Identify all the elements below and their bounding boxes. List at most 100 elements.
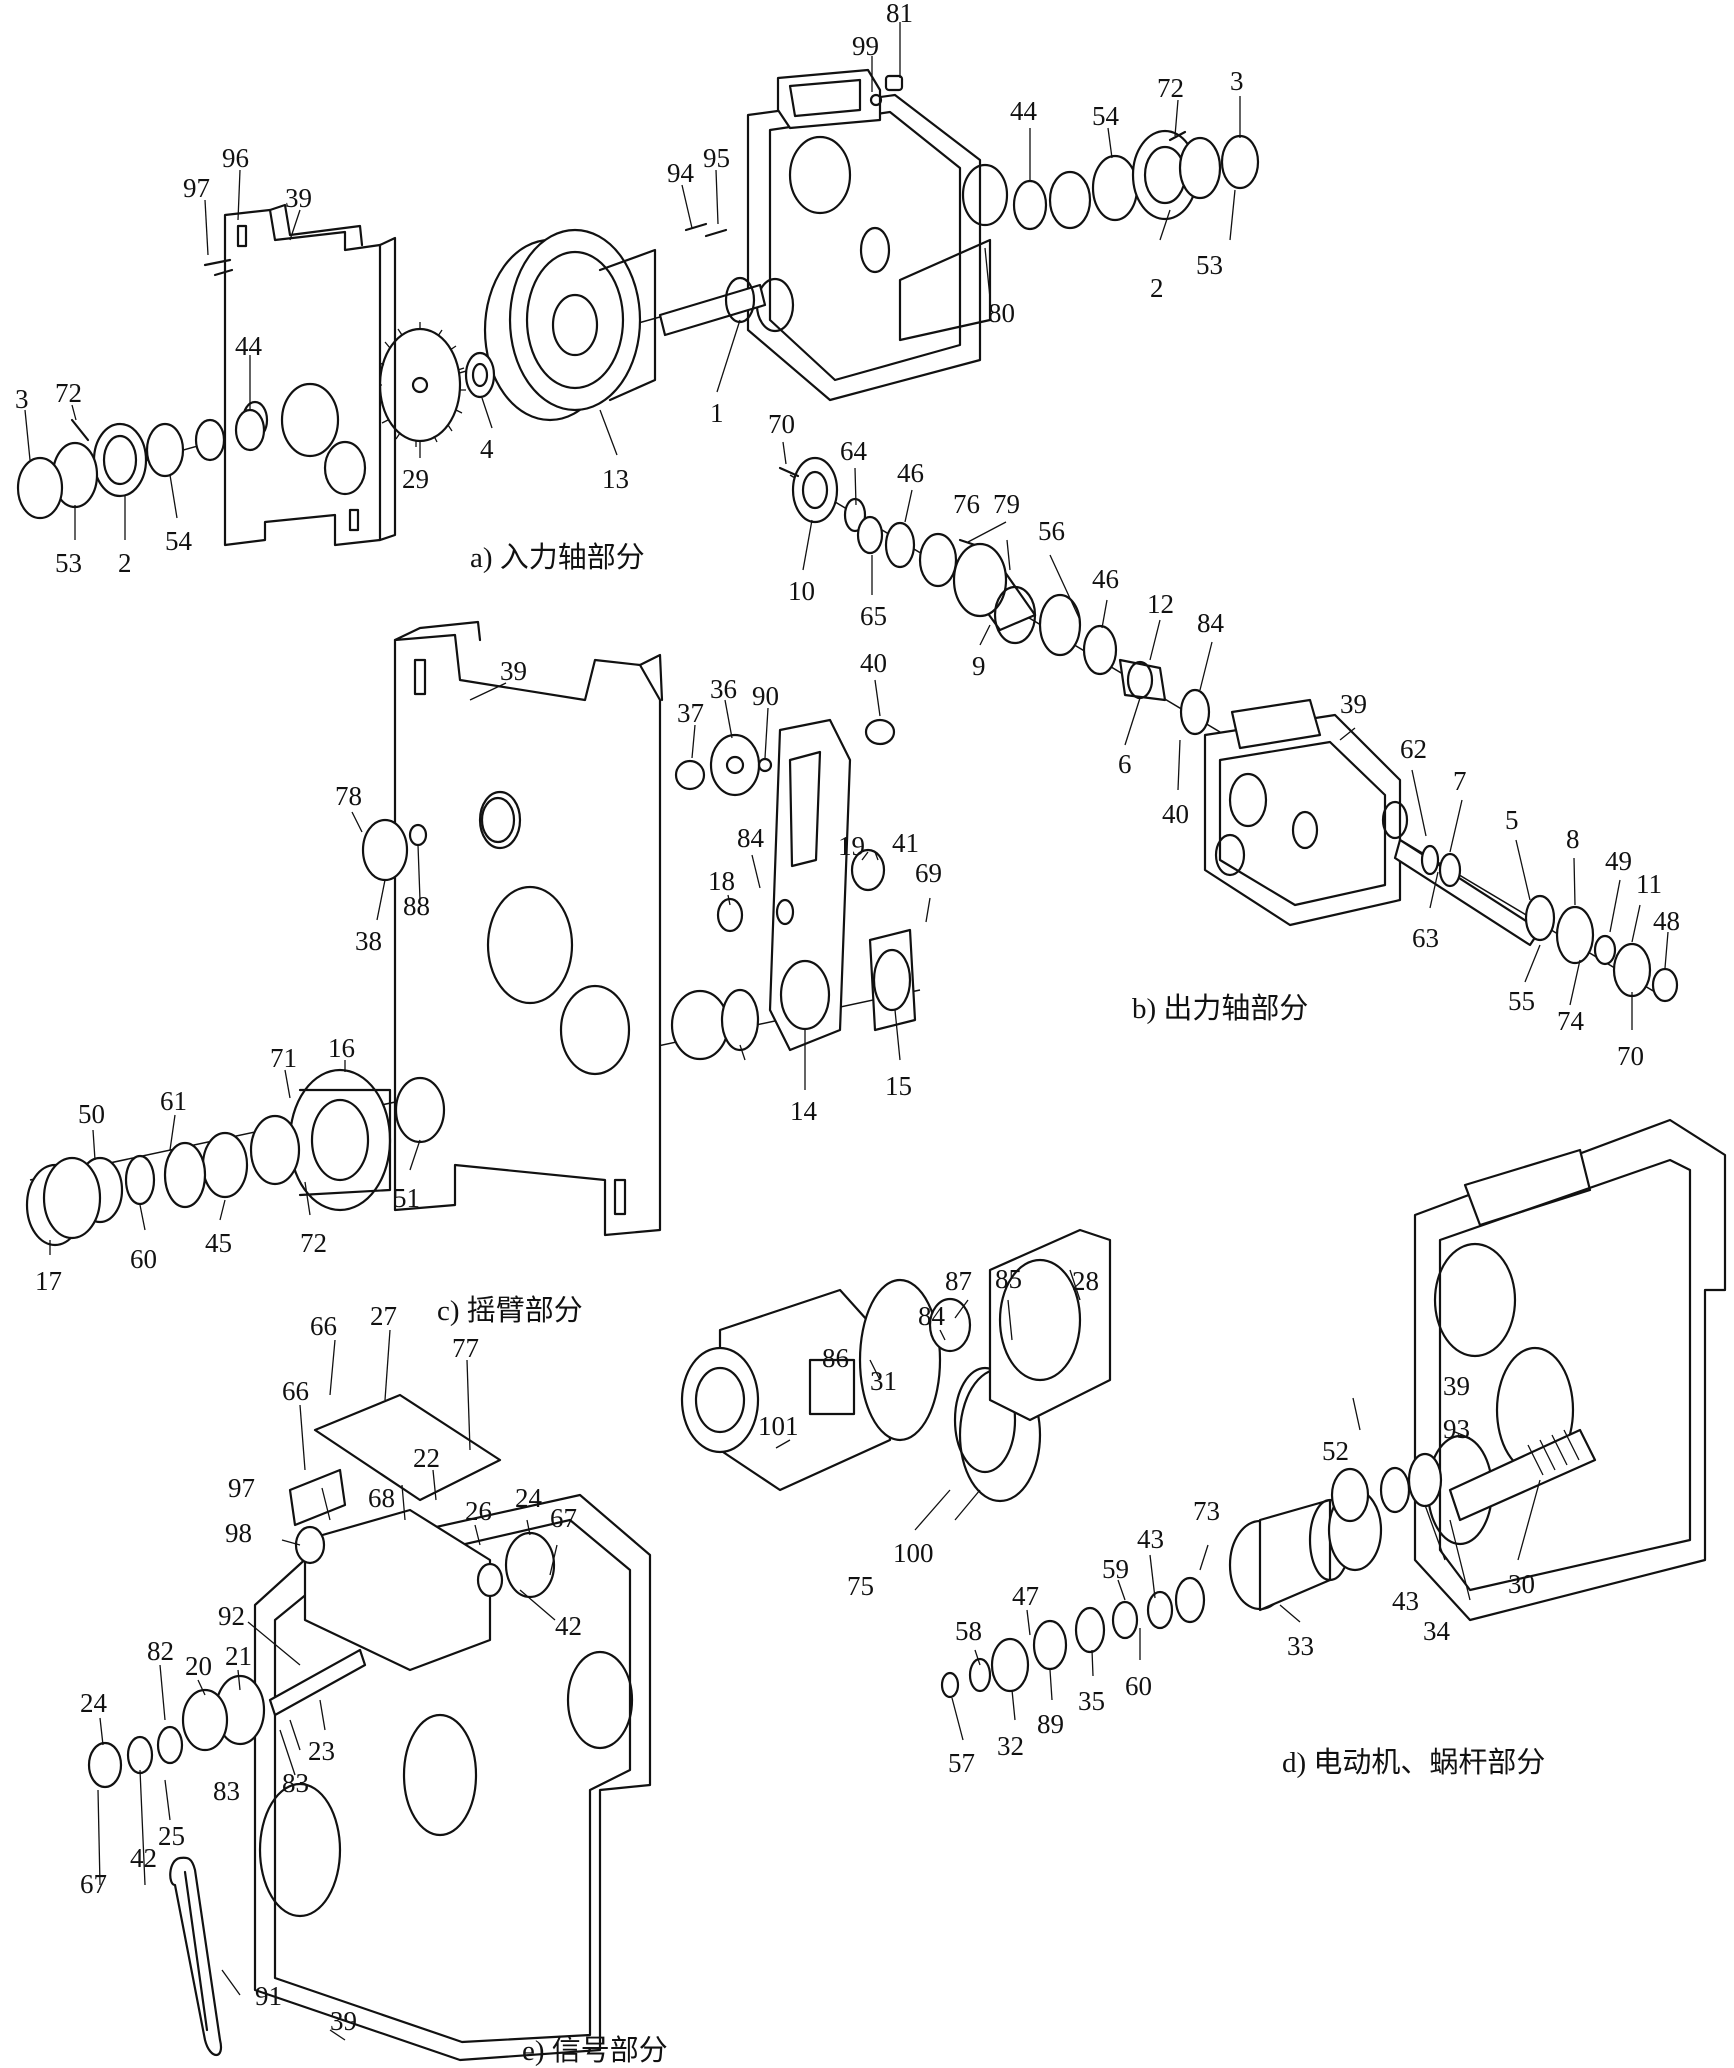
caption-c: c) 摇臂部分: [437, 1294, 583, 1327]
part-label: 9: [972, 651, 986, 681]
part-label: 7: [1453, 766, 1467, 796]
part-label: 26: [465, 1496, 492, 1526]
part-label: 50: [78, 1099, 105, 1129]
part-label: 70: [768, 409, 795, 439]
part-label: 12: [1147, 589, 1174, 619]
part-label: 90: [752, 681, 779, 711]
part-label: 101: [758, 1411, 799, 1441]
part-label: 39: [1340, 689, 1367, 719]
part-label: 10: [788, 576, 815, 606]
part-label: 13: [602, 464, 629, 494]
part-label: 48: [1653, 906, 1680, 936]
part-label: 39: [1443, 1371, 1470, 1401]
part-label: 39: [500, 656, 527, 686]
part-label: 51: [393, 1183, 420, 1213]
plate-39-a: [223, 203, 397, 547]
motor-101: [680, 1278, 942, 1492]
part-label: 76: [953, 489, 980, 519]
group-b-output-shaft: [778, 456, 1679, 1003]
group-a-input-shaft: [16, 68, 1260, 547]
part-label: 96: [222, 143, 249, 173]
part-label: 29: [402, 464, 429, 494]
part-label: 42: [555, 1611, 582, 1641]
part-label: 73: [1193, 1496, 1220, 1526]
part-label: 78: [335, 781, 362, 811]
part-label: 89: [1037, 1709, 1064, 1739]
part-label: 79: [993, 489, 1020, 519]
part-label: 16: [328, 1033, 355, 1063]
part-label: 24: [515, 1483, 543, 1513]
part-label: 47: [1012, 1581, 1039, 1611]
part-label: 85: [995, 1264, 1022, 1294]
part-label: 72: [1157, 73, 1184, 103]
part-label: 74: [1557, 1006, 1585, 1036]
part-label: 82: [147, 1636, 174, 1666]
housing-39-e: [253, 1493, 652, 2062]
part-label: 77: [452, 1333, 479, 1363]
part-label: 44: [235, 331, 263, 361]
part-label: 97: [228, 1473, 255, 1503]
part-label: 43: [1392, 1586, 1419, 1616]
caption-b: b) 出力轴部分: [1132, 992, 1308, 1025]
part-label: 24: [80, 1688, 108, 1718]
part-label: 3: [15, 384, 29, 414]
part-label: 83: [213, 1776, 240, 1806]
part-label: 92: [218, 1601, 245, 1631]
part-label: 27: [370, 1301, 397, 1331]
part-label: 37: [677, 698, 704, 728]
part-label: 3: [1230, 66, 1244, 96]
part-label: 80: [988, 298, 1015, 328]
part-label: 23: [308, 1736, 335, 1766]
part-label: 39: [285, 183, 312, 213]
part-label: 99: [852, 31, 879, 61]
part-label: 59: [1102, 1554, 1129, 1584]
part-label: 4: [480, 434, 494, 464]
part-label: 36: [710, 674, 737, 704]
part-label: 44: [1010, 96, 1038, 126]
part-label: 33: [1287, 1631, 1314, 1661]
part-label: 46: [897, 458, 924, 488]
part-label: 31: [870, 1366, 897, 1396]
part-label: 54: [165, 526, 193, 556]
part-label: 63: [1412, 923, 1439, 953]
pulley-13: [483, 228, 657, 422]
part-label: 60: [1125, 1671, 1152, 1701]
part-label: 6: [1118, 749, 1132, 779]
part-label: 39: [330, 2006, 357, 2036]
part-label: 53: [55, 548, 82, 578]
part-label: 28: [1072, 1266, 1099, 1296]
labels-c: 39 37 36 90 40 78 84 19 41 69 38 88 18 1…: [35, 648, 942, 1296]
part-label: 42: [130, 1843, 157, 1873]
part-label: 68: [368, 1483, 395, 1513]
part-label: 67: [550, 1503, 577, 1533]
part-label: 11: [1636, 869, 1662, 899]
part-label: 57: [948, 1748, 975, 1778]
part-label: 94: [667, 158, 695, 188]
part-label: 8: [1566, 824, 1580, 854]
part-label: 43: [1137, 1524, 1164, 1554]
part-label: 14: [790, 1096, 818, 1126]
part-label: 18: [708, 866, 735, 896]
part-label: 88: [403, 891, 430, 921]
part-label: 61: [160, 1086, 187, 1116]
part-label: 49: [1605, 846, 1632, 876]
labels-b: 70 64 46 76 79 56 10 65 9 46 12 84 6 40 …: [768, 409, 1680, 1071]
part-label: 40: [860, 648, 887, 678]
part-label: 15: [885, 1071, 912, 1101]
part-label: 100: [893, 1538, 934, 1568]
group-e-signal: [87, 1393, 652, 2062]
caption-d: d) 电动机、蜗杆部分: [1282, 1746, 1545, 1779]
part-label: 72: [55, 378, 82, 408]
part-label: 35: [1078, 1686, 1105, 1716]
part-label: 84: [918, 1301, 946, 1331]
part-label: 64: [840, 436, 868, 466]
part-label: 2: [118, 548, 132, 578]
part-label: 34: [1423, 1616, 1451, 1646]
part-label: 66: [310, 1311, 337, 1341]
part-label: 1: [710, 398, 724, 428]
part-label: 70: [1617, 1041, 1644, 1071]
part-label: 2: [1150, 273, 1164, 303]
part-label: 98: [225, 1518, 252, 1548]
part-label: 54: [1092, 101, 1120, 131]
part-label: 32: [997, 1731, 1024, 1761]
